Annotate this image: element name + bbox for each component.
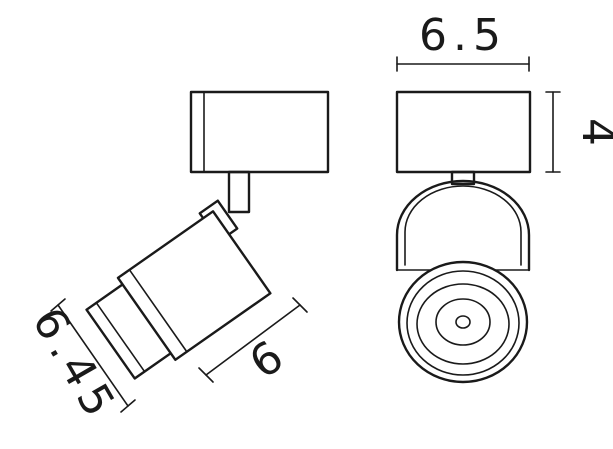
front-lens-center	[455, 315, 471, 329]
front-reflector-ring	[435, 298, 491, 346]
dim-label-front-height: 4	[572, 118, 613, 146]
front-view	[395, 90, 532, 384]
dim-tick-side-length-b	[292, 297, 308, 313]
front-ring-2	[406, 270, 520, 376]
dim-label-front-width: 6.5	[419, 10, 507, 61]
dim-tick-side-diameter-b	[120, 399, 136, 413]
dim-tick-side-length-a	[198, 367, 214, 383]
dimension-front-width: 6.5	[396, 10, 530, 72]
dim-line-side-diameter	[57, 304, 129, 407]
dim-label-side-length: 6	[241, 331, 293, 389]
side-lamp-head	[85, 199, 272, 380]
dim-line-side-length	[205, 304, 301, 376]
side-head-front-line	[95, 301, 146, 373]
front-cylinder-inner-shading	[404, 185, 522, 266]
dimension-front-height: 4	[545, 91, 613, 173]
side-head-body-seam	[128, 269, 188, 353]
side-view	[85, 90, 330, 380]
front-stem	[450, 170, 476, 186]
side-stem	[227, 170, 251, 214]
dim-tick-side-diameter-a	[50, 298, 66, 312]
front-adapter-box	[395, 90, 532, 174]
front-ring-3	[416, 283, 510, 365]
front-cylinder-body	[395, 179, 531, 272]
side-head-body	[116, 210, 272, 361]
side-adapter-box	[189, 90, 330, 174]
